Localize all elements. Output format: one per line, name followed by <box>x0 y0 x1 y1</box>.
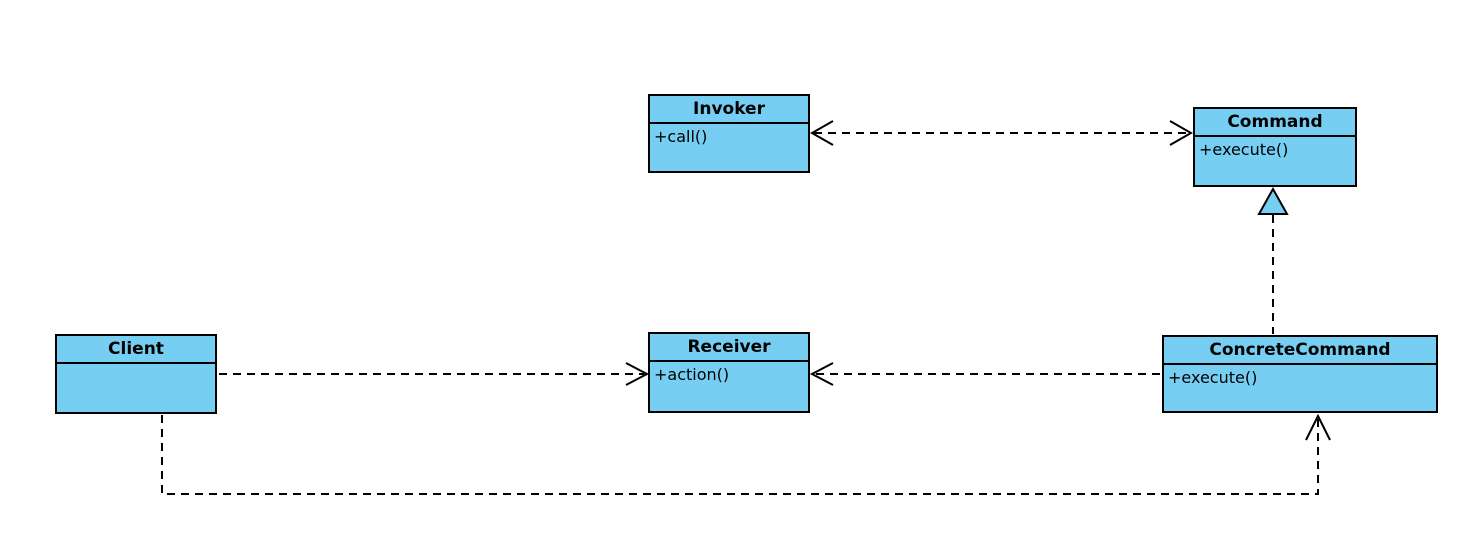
class-body-client <box>57 364 215 366</box>
class-node-invoker: Invoker +call() <box>648 94 810 173</box>
class-node-client: Client <box>55 334 217 414</box>
arrowhead-open-at-command <box>1169 120 1194 146</box>
class-member-execute-concrete: +execute() <box>1168 368 1258 387</box>
class-member-action: +action() <box>654 365 730 384</box>
class-member-execute: +execute() <box>1199 140 1289 159</box>
class-body-command: +execute() <box>1195 137 1355 162</box>
class-body-invoker: +call() <box>650 124 808 149</box>
class-member-call: +call() <box>654 127 708 146</box>
arrowhead-hollow-triangle-at-command <box>1257 186 1289 215</box>
arrowhead-open-at-receiver-right <box>809 362 834 386</box>
arrowhead-open-at-invoker <box>809 120 834 146</box>
class-title-concretecommand: ConcreteCommand <box>1164 337 1436 365</box>
class-body-receiver: +action() <box>650 362 808 387</box>
arrowhead-open-at-receiver-left <box>625 362 650 386</box>
class-title-receiver: Receiver <box>650 334 808 362</box>
class-body-concretecommand: +execute() <box>1164 365 1436 390</box>
edge-client-concretecommand <box>161 415 1319 495</box>
class-node-command: Command +execute() <box>1193 107 1357 187</box>
class-node-concretecommand: ConcreteCommand +execute() <box>1162 335 1438 413</box>
class-title-command: Command <box>1195 109 1355 137</box>
class-node-receiver: Receiver +action() <box>648 332 810 413</box>
class-title-client: Client <box>57 336 215 364</box>
class-title-invoker: Invoker <box>650 96 808 124</box>
arrowhead-open-at-concretecommand-bottom <box>1305 413 1331 441</box>
